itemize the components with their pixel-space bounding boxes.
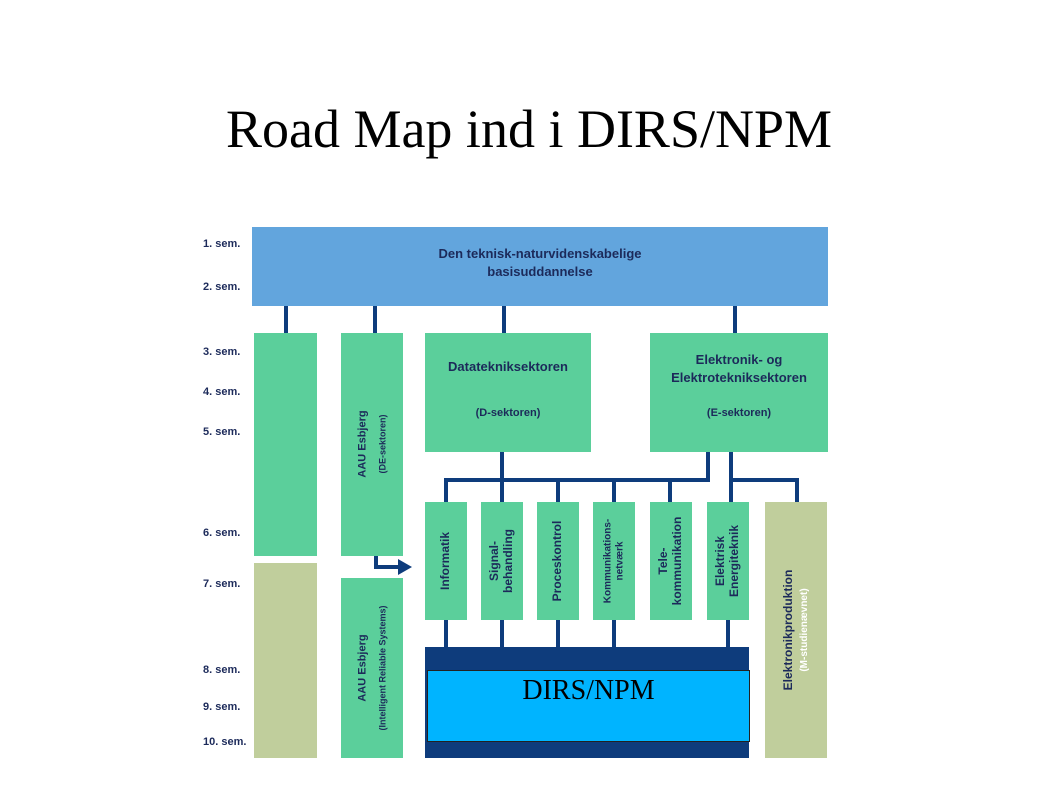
connector-line xyxy=(612,478,616,502)
semester-label: 3. sem. xyxy=(203,346,241,358)
connector-line xyxy=(500,478,504,502)
connector-line xyxy=(502,306,506,333)
semester-label: 4. sem. xyxy=(203,386,241,398)
left-column-upper xyxy=(254,333,317,556)
page-title: Road Map ind i DIRS/NPM xyxy=(225,99,833,159)
basis-line2: basisuddannelse xyxy=(487,264,593,279)
elektronikproduktion-box xyxy=(765,502,827,758)
left-column-lower xyxy=(254,563,317,758)
spec-energiteknik-box xyxy=(707,502,749,620)
semester-label: 10. sem. xyxy=(203,736,247,748)
connector-line xyxy=(444,620,448,650)
spec-telekommunikation-box xyxy=(650,502,692,620)
connector-line xyxy=(444,478,710,482)
spec-signalbehandling-box xyxy=(481,502,523,620)
elektronikproduktion-label: Elektronikproduktion (M-studienævnet) xyxy=(780,569,810,691)
connector-line xyxy=(500,620,504,650)
e-sector-line2: Elektrotekniksektoren xyxy=(671,370,807,385)
notch-mark xyxy=(707,620,735,647)
e-sector-code: (E-sektoren) xyxy=(706,407,772,419)
semester-label: 2. sem. xyxy=(203,281,241,293)
arrow-shaft xyxy=(374,565,402,569)
spec-proceskontrol-box xyxy=(537,502,579,620)
connector-line xyxy=(706,452,710,480)
basis-line1: Den teknisk-naturvidenskabelige xyxy=(438,246,642,261)
aau-esbjerg-de-box xyxy=(341,333,403,556)
connector-line xyxy=(373,306,377,333)
basis-education-box xyxy=(252,227,828,306)
connector-line xyxy=(500,452,504,480)
spec-energiteknik-label: Elektrisk Energiteknik xyxy=(713,524,741,598)
connector-line xyxy=(729,478,799,482)
dirs-npm-box: DIRS/NPM xyxy=(427,670,750,742)
connector-line xyxy=(729,478,733,502)
semester-label: 1. sem. xyxy=(203,238,241,250)
spec-informatik-box xyxy=(425,502,467,620)
connector-line xyxy=(444,478,448,502)
e-sector-box xyxy=(650,333,828,452)
arrow-head-icon xyxy=(398,559,412,575)
spec-telekommunikation-label: Tele- kommunikation xyxy=(656,516,684,606)
semester-label: 7. sem. xyxy=(203,578,241,590)
spec-kommunikationsnetvaerk-label: Kommunikations- netværk xyxy=(602,518,626,604)
e-sector-line1: Elektronik- og xyxy=(695,352,783,367)
connector-line xyxy=(729,452,733,480)
aau-esbjerg-irs-box xyxy=(341,578,403,758)
spec-kommunikationsnetvaerk-box xyxy=(593,502,635,620)
connector-line xyxy=(726,620,730,650)
aau-esbjerg-de-label: AAU Esbjerg (DE-sektoren) xyxy=(356,410,388,478)
aau-esbjerg-irs-label: AAU Esbjerg (Intelligent Reliable System… xyxy=(356,605,388,731)
d-sector-name: Datatekniksektoren xyxy=(448,359,568,374)
semester-label: 5. sem. xyxy=(203,426,241,438)
d-sector-code: (D-sektoren) xyxy=(475,407,541,419)
semester-label: 8. sem. xyxy=(203,664,241,676)
d-sector-box xyxy=(425,333,591,452)
spec-informatik-label: Informatik xyxy=(438,531,453,591)
connector-line xyxy=(668,478,672,502)
notch-mark xyxy=(643,640,671,647)
connector-line xyxy=(374,555,378,569)
semester-label: 9. sem. xyxy=(203,701,241,713)
spec-signalbehandling-label: Signal- behandling xyxy=(487,529,515,593)
spec-proceskontrol-label: Proceskontrol xyxy=(550,520,565,602)
connector-line xyxy=(733,306,737,333)
connector-line xyxy=(795,478,799,502)
connector-line xyxy=(556,620,560,650)
semester-label: 6. sem. xyxy=(203,527,241,539)
connector-line xyxy=(284,306,288,333)
connector-line xyxy=(556,478,560,502)
connector-line xyxy=(612,620,616,650)
